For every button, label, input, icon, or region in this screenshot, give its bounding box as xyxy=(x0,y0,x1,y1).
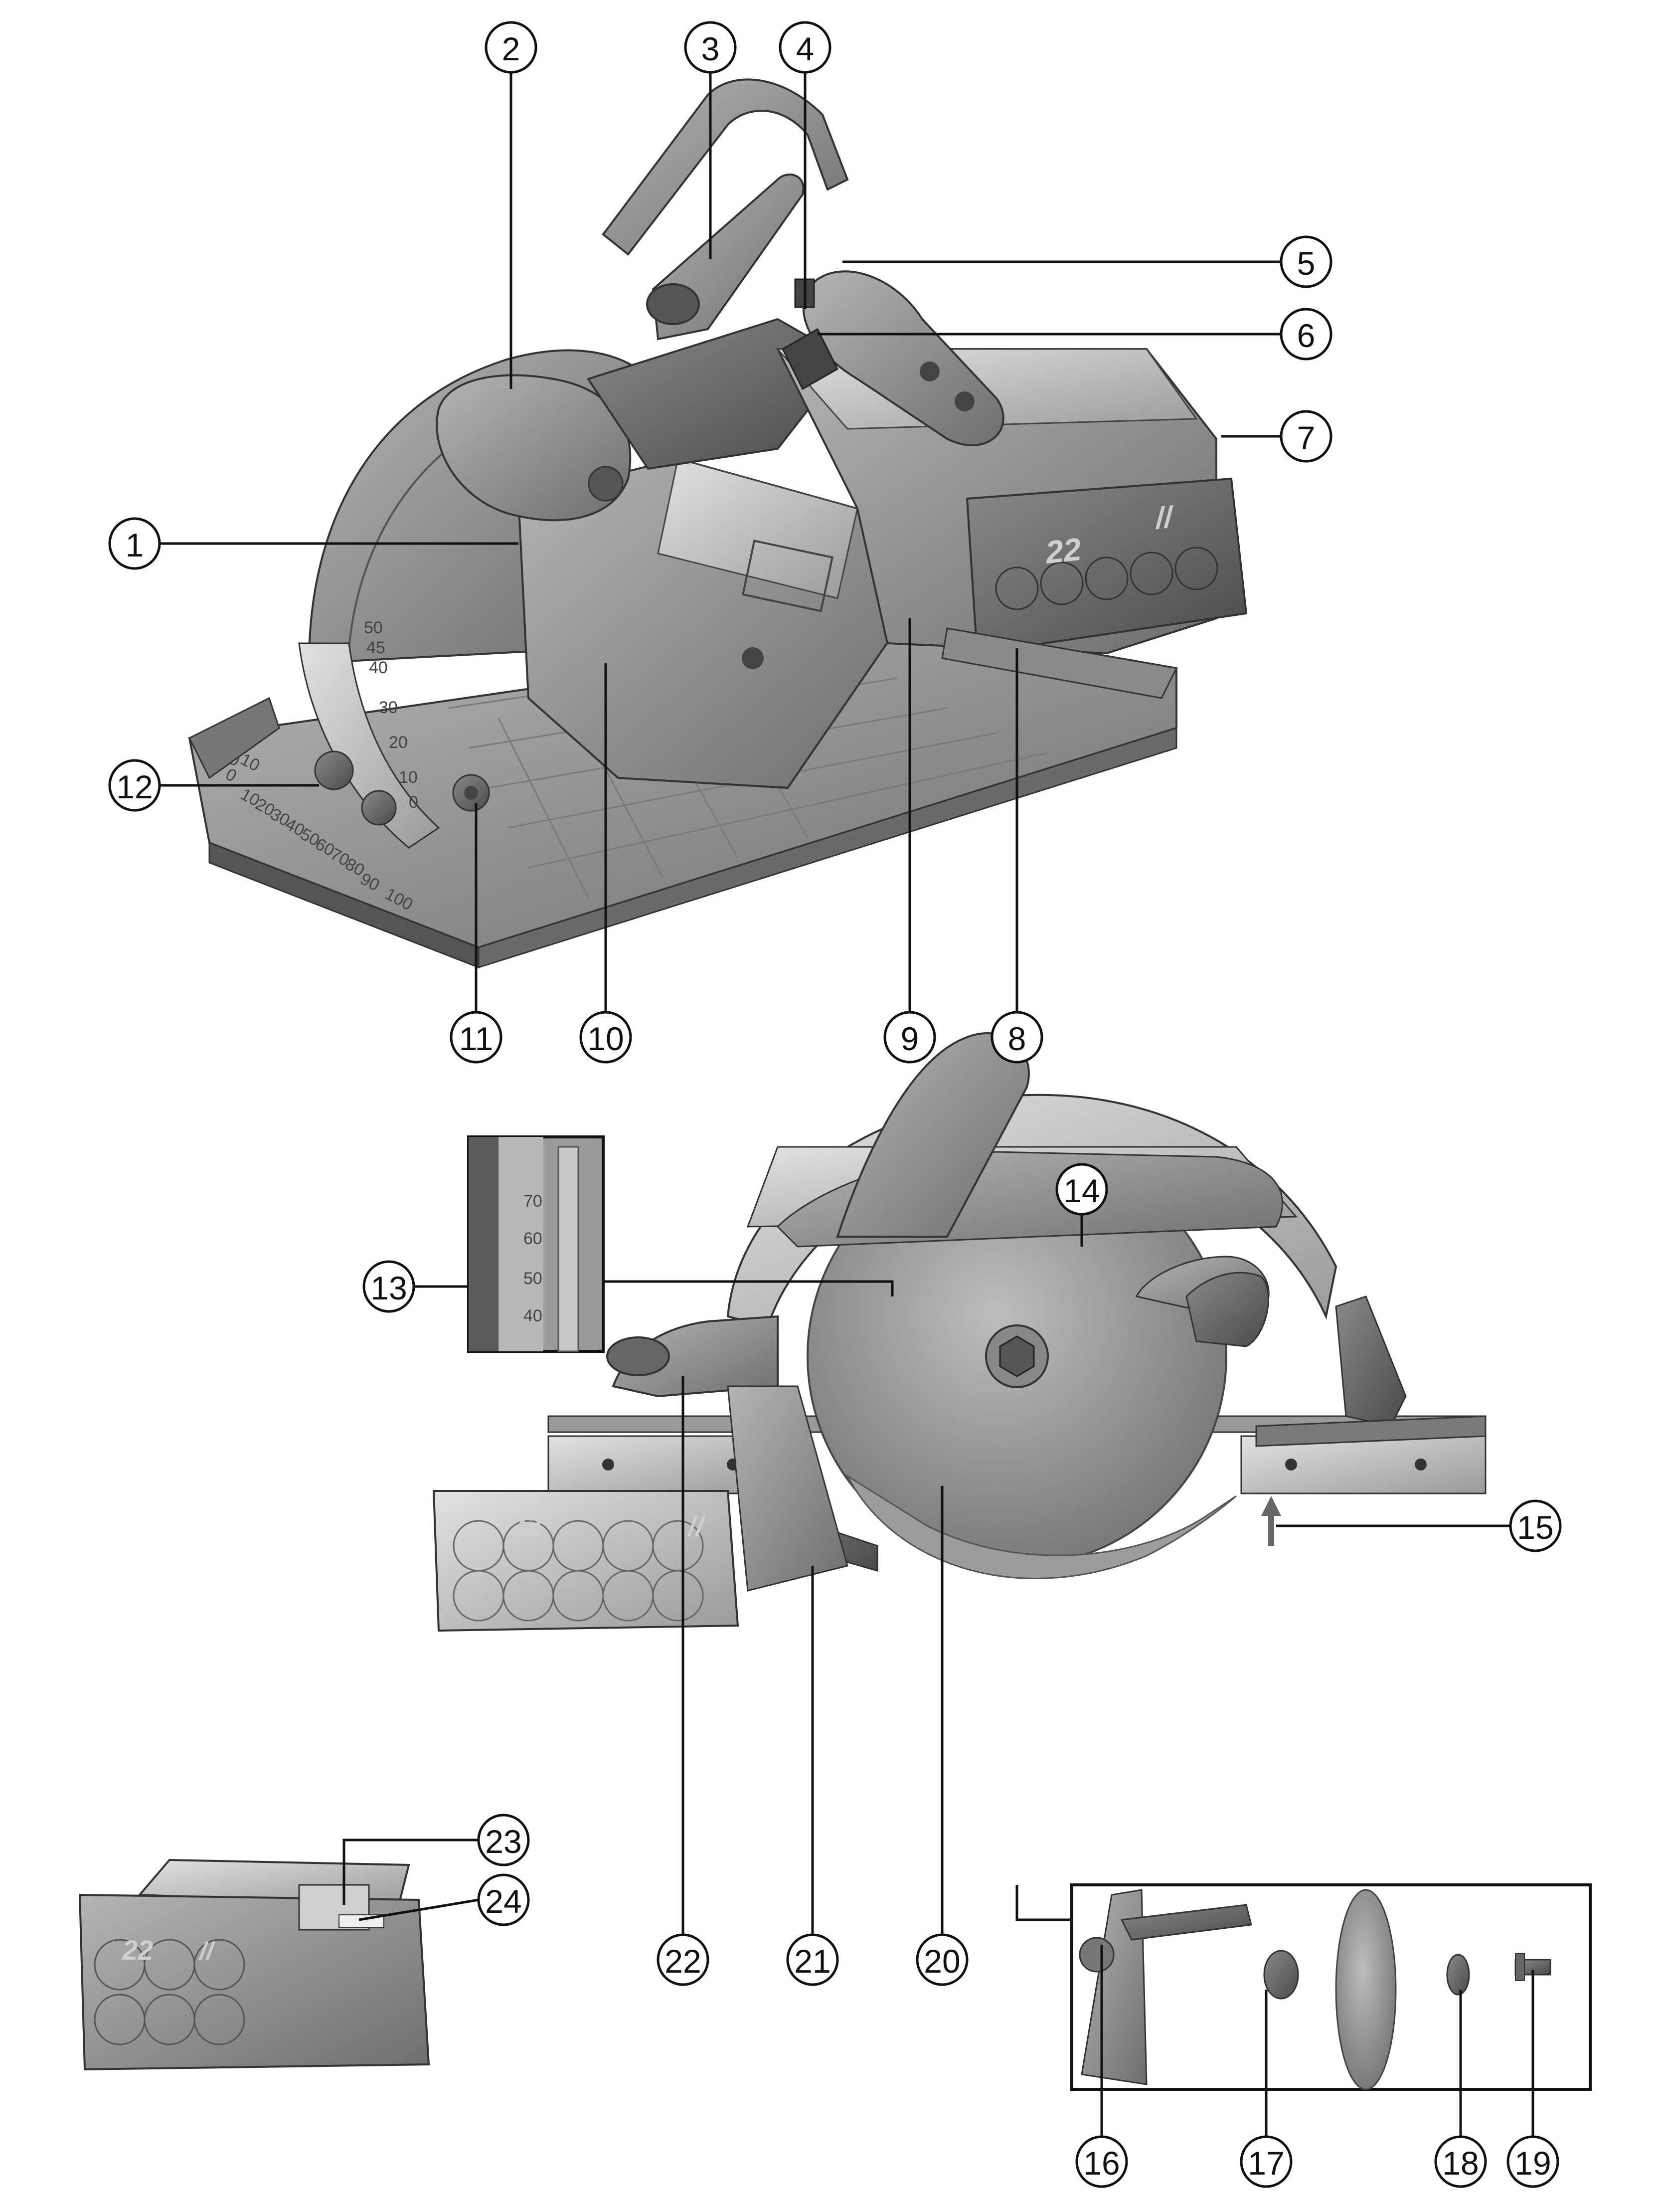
bevel-scale-label: 20 xyxy=(389,733,408,752)
callout-18: 18 xyxy=(1434,2135,1487,2188)
bevel-scale-label: 50 xyxy=(364,618,383,637)
saw-side-view: 22 // xyxy=(432,1032,1487,1632)
trigger xyxy=(782,328,838,390)
callout-4-label: 4 xyxy=(796,30,815,67)
callout-9: 9 xyxy=(883,1011,936,1064)
depth-scale-label: 60 xyxy=(523,1229,542,1248)
callout-23-label: 23 xyxy=(485,1823,521,1860)
callout-16-label: 16 xyxy=(1083,2145,1120,2182)
blade-assembly-inset xyxy=(1070,1883,1592,2091)
callouts: 1 2 3 4 5 6 7 8 9 10 11 12 13 14 15 16 1… xyxy=(108,21,1562,2188)
callout-8-label: 8 xyxy=(1008,1020,1026,1057)
callout-21-label: 21 xyxy=(794,1943,830,1980)
callout-21: 21 xyxy=(786,1933,839,1986)
callout-4: 4 xyxy=(779,21,831,74)
callout-7: 7 xyxy=(1280,410,1332,463)
callout-15: 15 xyxy=(1509,1499,1562,1552)
callout-19-label: 19 xyxy=(1514,2145,1551,2182)
battery-standalone-mark: // xyxy=(198,1937,216,1965)
callout-23: 23 xyxy=(477,1814,530,1866)
bevel-scale-label: 10 xyxy=(399,768,418,787)
battery-voltage-label: 22 xyxy=(1043,531,1083,570)
side-battery-mark: // xyxy=(686,1510,706,1542)
side-battery xyxy=(432,1490,739,1632)
callout-2-label: 2 xyxy=(502,30,520,67)
callout-6-label: 6 xyxy=(1297,317,1316,354)
callout-1-label: 1 xyxy=(126,527,144,563)
callout-24-label: 24 xyxy=(485,1883,521,1920)
rear-handle xyxy=(802,270,1004,446)
callout-5-label: 5 xyxy=(1297,245,1316,282)
inset-blade xyxy=(1335,1889,1397,2090)
callout-12-label: 12 xyxy=(116,768,153,805)
callout-14-label: 14 xyxy=(1063,1172,1100,1209)
callout-16: 16 xyxy=(1075,2135,1128,2188)
depth-scale-inset: 70 60 50 40 xyxy=(467,1135,605,1353)
callout-12: 12 xyxy=(108,759,161,812)
callout-3: 3 xyxy=(684,21,737,74)
callout-5: 5 xyxy=(1280,235,1332,288)
callout-17-label: 17 xyxy=(1248,2145,1284,2182)
side-battery-voltage-label: 22 xyxy=(508,1509,542,1542)
callout-15-label: 15 xyxy=(1517,1509,1553,1546)
depth-scale-label: 50 xyxy=(523,1269,542,1288)
callout-13: 13 xyxy=(362,1260,415,1313)
callout-10-label: 10 xyxy=(587,1020,624,1057)
callout-7-label: 7 xyxy=(1297,419,1316,456)
dust-hose-hook xyxy=(602,78,849,256)
callout-10: 10 xyxy=(579,1011,632,1064)
bevel-quadrant xyxy=(298,642,440,849)
battery-standalone-label: 22 xyxy=(122,1934,153,1966)
callout-2: 2 xyxy=(485,21,537,74)
bevel-lock-knob xyxy=(314,750,354,790)
callout-22-label: 22 xyxy=(664,1943,701,1980)
callout-18-label: 18 xyxy=(1442,2145,1479,2182)
saw-top-view: 100 90 80 70 60 50 40 30 20 10 0 10 20 5… xyxy=(188,78,1248,969)
callout-9-label: 9 xyxy=(901,1020,919,1057)
callout-3-label: 3 xyxy=(701,30,720,67)
battery-pack xyxy=(966,477,1248,655)
callout-19: 19 xyxy=(1506,2135,1559,2188)
inner-flange xyxy=(1263,1950,1299,2000)
callout-8: 8 xyxy=(991,1011,1043,1064)
callout-11-label: 11 xyxy=(459,1020,494,1057)
depth-scale-label: 40 xyxy=(523,1306,542,1325)
leader-lines xyxy=(160,72,1534,2162)
depth-scale-label: 70 xyxy=(523,1192,542,1211)
bevel-scale: 50 45 40 30 20 10 0 xyxy=(364,618,418,812)
bevel-scale-label: 30 xyxy=(379,698,398,717)
bevel-scale-label: 45 xyxy=(366,638,385,657)
callout-6: 6 xyxy=(1280,308,1332,361)
outer-flange xyxy=(1446,1954,1470,1996)
battery-standalone: 22 // xyxy=(78,1858,430,2071)
bevel-scale-label: 40 xyxy=(369,658,388,677)
bevel-scale-label: 0 xyxy=(409,793,418,812)
front-handle xyxy=(436,374,632,522)
callout-22: 22 xyxy=(657,1933,709,1986)
callout-14: 14 xyxy=(1055,1163,1108,1216)
callout-13-label: 13 xyxy=(370,1270,407,1306)
callout-24: 24 xyxy=(477,1873,530,1926)
callout-20: 20 xyxy=(916,1933,969,1986)
callout-20-label: 20 xyxy=(924,1943,960,1980)
callout-17: 17 xyxy=(1240,2135,1293,2188)
callout-11: 11 xyxy=(450,1011,502,1064)
direction-arrow xyxy=(1261,1496,1281,1546)
callout-1: 1 xyxy=(108,517,161,570)
